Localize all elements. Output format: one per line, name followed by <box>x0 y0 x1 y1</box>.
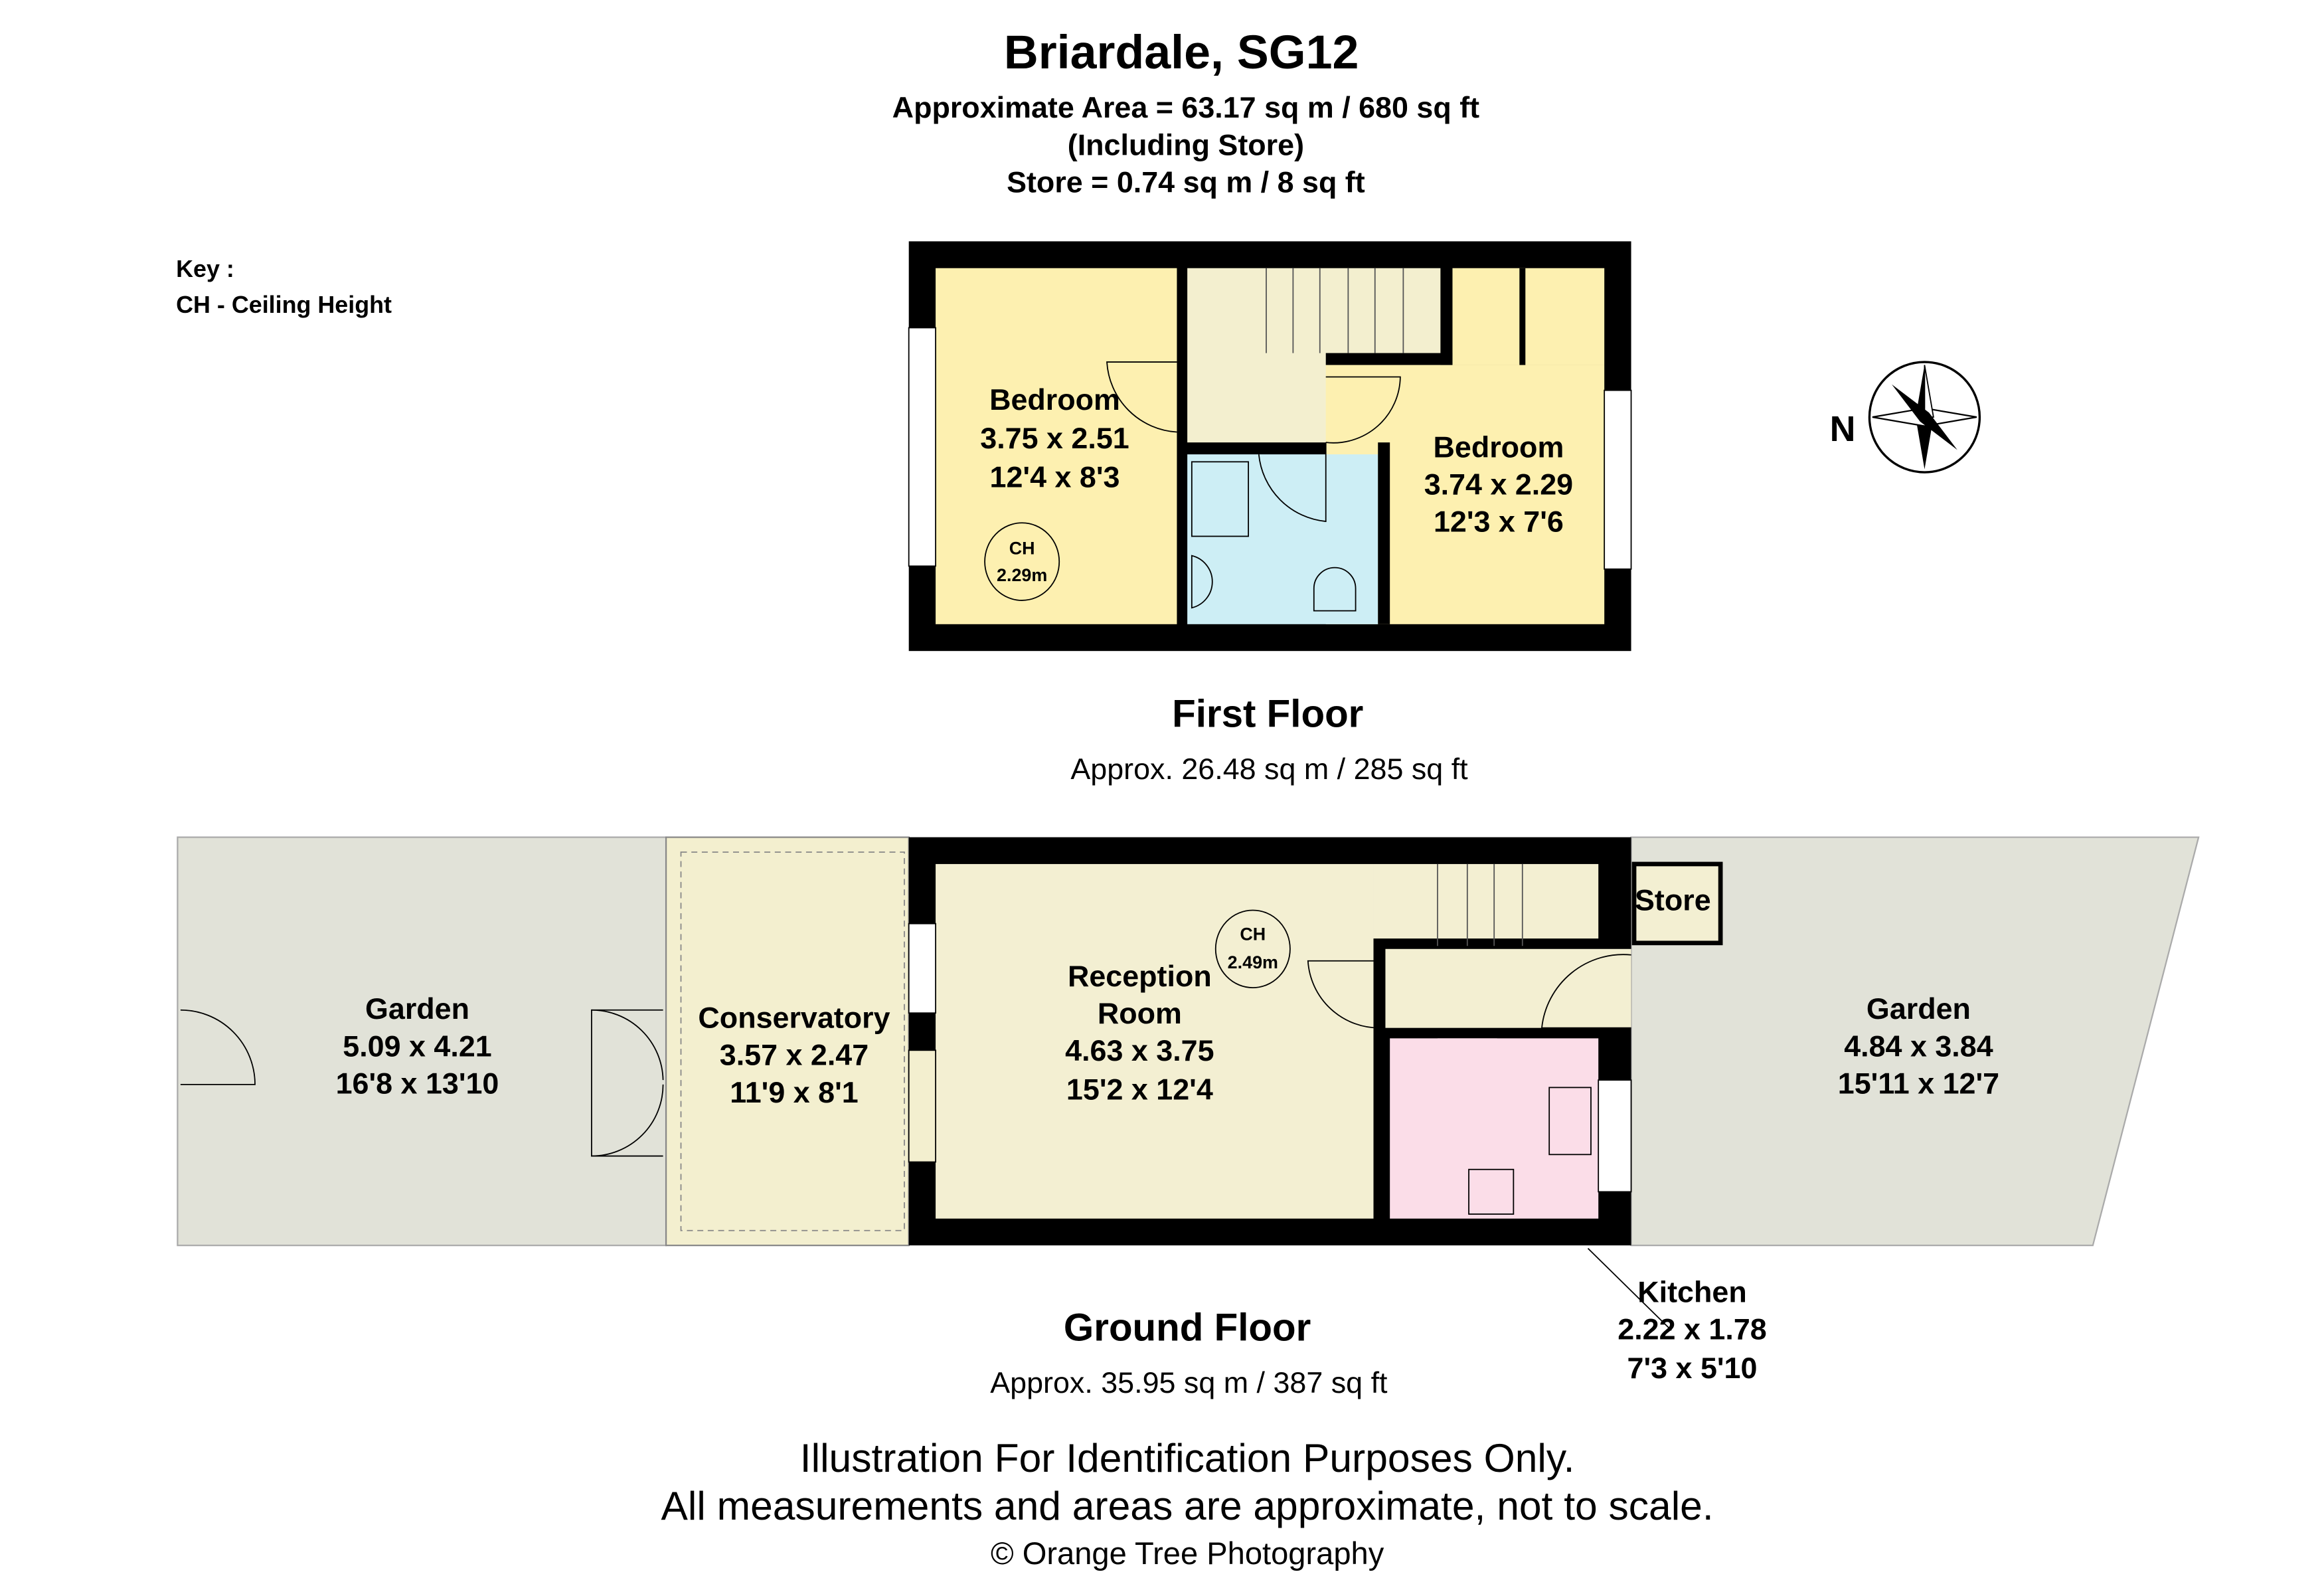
reception-metric: 4.63 x 3.75 <box>1065 1033 1214 1067</box>
disclaimer-line-1: Illustration For Identification Purposes… <box>800 1435 1575 1480</box>
conservatory-imperial: 11'9 x 8'1 <box>730 1075 858 1109</box>
ceiling-height-marker <box>1214 909 1291 988</box>
garden-right-label: Garden <box>1867 992 1971 1025</box>
bathroom-area <box>1187 454 1378 624</box>
store-area: Store = 0.74 sq m / 8 sq ft <box>1007 165 1365 199</box>
bedroom-2-label: Bedroom <box>1434 430 1564 464</box>
conservatory-label: Conservatory <box>698 1001 890 1035</box>
kitchen-area <box>1390 1038 1599 1219</box>
ground-floor-plan <box>177 836 2200 1331</box>
ground-floor-area: Approx. 35.95 sq m / 387 sq ft <box>990 1366 1388 1399</box>
bedroom-1-metric: 3.75 x 2.51 <box>980 421 1129 455</box>
door-swing-icon <box>1106 361 1401 523</box>
ground-floor-title: Ground Floor <box>1064 1306 1311 1350</box>
kitchen-metric: 2.22 x 1.78 <box>1618 1312 1766 1346</box>
conservatory-metric: 3.57 x 2.47 <box>720 1038 869 1072</box>
reception-imperial: 15'2 x 12'4 <box>1066 1072 1213 1106</box>
ch-label: CH <box>1240 924 1266 944</box>
kitchen-sink-icon <box>1548 1087 1592 1156</box>
reception-room-area <box>936 863 1374 1219</box>
compass-north-label: N <box>1830 409 1856 449</box>
bedroom-1-imperial: 12'4 x 8'3 <box>990 460 1120 493</box>
key-title: Key : <box>176 256 234 282</box>
kitchen-imperial: 7'3 x 5'10 <box>1627 1351 1758 1385</box>
bedroom-2-imperial: 12'3 x 7'6 <box>1434 505 1564 539</box>
including-store-note: (Including Store) <box>1068 128 1304 161</box>
bedroom-2-metric: 3.74 x 2.29 <box>1424 468 1573 501</box>
first-floor-title: First Floor <box>1172 693 1363 736</box>
ch-label: CH <box>1009 538 1035 558</box>
staircase-icon <box>1266 268 1404 353</box>
ceiling-height-marker <box>984 522 1060 601</box>
garden-left-metric: 5.09 x 4.21 <box>343 1029 491 1063</box>
compass-icon <box>1868 361 1981 474</box>
hob-icon <box>1468 1168 1515 1215</box>
staircase-icon <box>1437 863 1523 946</box>
kitchen-label: Kitchen <box>1637 1275 1746 1308</box>
garden-left-area <box>177 836 667 1247</box>
store-area-room <box>1631 861 1723 946</box>
kitchen-leader-line <box>1587 1247 1672 1331</box>
garden-left-label: Garden <box>365 992 469 1025</box>
approximate-area: Approximate Area = 63.17 sq m / 680 sq f… <box>892 90 1479 124</box>
ch-value: 2.29m <box>997 565 1047 585</box>
first-floor-area: Approx. 26.48 sq m / 285 sq ft <box>1070 752 1468 786</box>
garden-right-metric: 4.84 x 3.84 <box>1844 1029 1993 1063</box>
sink-icon <box>1191 555 1213 609</box>
conservatory-area <box>665 836 910 1247</box>
bedroom-1-area <box>936 268 1177 624</box>
reception-label-1: Reception <box>1068 959 1212 993</box>
store-label: Store <box>1635 883 1711 917</box>
reception-label-2: Room <box>1098 996 1182 1030</box>
ch-value: 2.49m <box>1228 952 1278 972</box>
bedroom-1-label: Bedroom <box>989 383 1120 416</box>
key-ceiling-height: CH - Ceiling Height <box>176 292 392 318</box>
first-floor-plan <box>908 241 1632 652</box>
disclaimer-line-2: All measurements and areas are approxima… <box>661 1483 1714 1528</box>
hallway-area <box>1385 948 1631 1028</box>
copyright: © Orange Tree Photography <box>991 1536 1384 1571</box>
garden-left-imperial: 16'8 x 13'10 <box>336 1066 499 1100</box>
garden-right-imperial: 15'11 x 12'7 <box>1838 1066 1999 1100</box>
toilet-icon <box>1313 567 1357 612</box>
shower-icon <box>1191 461 1249 537</box>
door-swing-icon <box>180 954 1631 1157</box>
plan-title: Briardale, SG12 <box>1004 26 1359 79</box>
